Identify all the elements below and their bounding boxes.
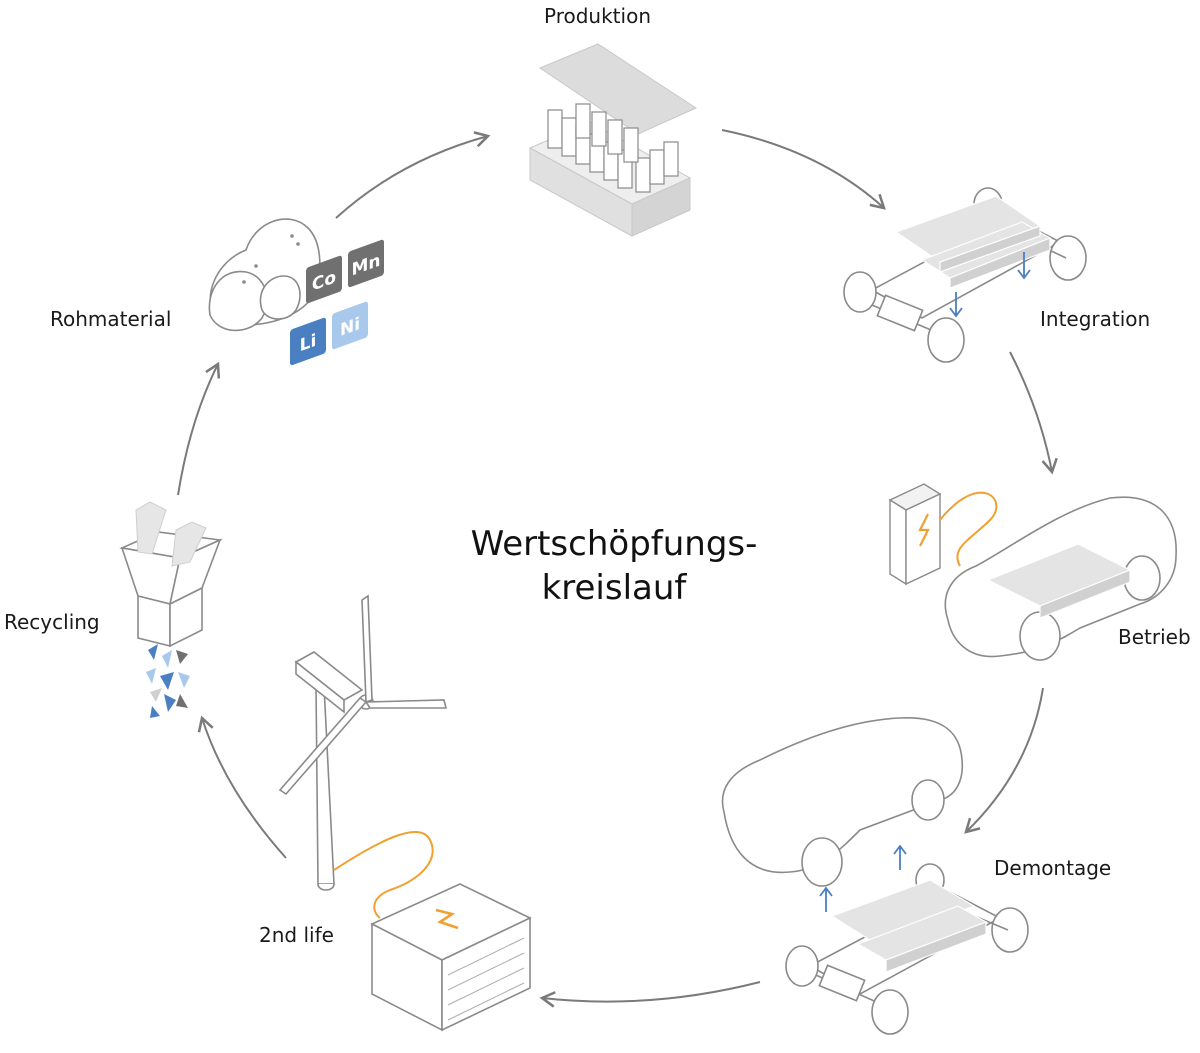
integration-illustration — [843, 187, 1087, 363]
element-tile-mn: Mn — [348, 239, 384, 288]
lightning-icon — [435, 908, 459, 930]
battery-pack-icon — [830, 879, 988, 973]
demontage-illustration — [721, 717, 1029, 1035]
car-battery-pack-icon — [986, 543, 1132, 619]
arrow-second-life-to-recycling — [197, 715, 287, 859]
wind-turbine-icon — [278, 594, 448, 891]
arrow-demontage-to-second-life — [539, 981, 761, 1008]
charging-station-icon — [888, 483, 942, 586]
cable — [333, 831, 434, 919]
element-tile-co: Co — [306, 255, 342, 304]
down-arrow-icon — [949, 252, 1031, 318]
title-line-2: kreislauf — [541, 568, 687, 608]
label-betrieb: Betrieb — [1118, 625, 1191, 649]
rocks-icon — [208, 218, 321, 332]
battery-pack-icon — [894, 195, 1052, 289]
recycling-illustration — [119, 501, 223, 718]
label-produktion: Produktion — [544, 4, 651, 28]
second-life-illustration — [278, 594, 532, 1032]
arrow-integration-to-betrieb — [1009, 351, 1058, 475]
element-li-label: Li — [300, 331, 317, 356]
car-body-icon — [721, 717, 964, 887]
label-second-life: 2nd life — [259, 923, 334, 947]
charging-cable — [939, 491, 998, 567]
label-demontage: Demontage — [994, 856, 1112, 880]
produktion-illustration — [528, 43, 698, 237]
label-integration: Integration — [1040, 307, 1151, 331]
title-line-1: Wertschöpfungs- — [470, 524, 758, 564]
arrow-produktion-to-integration — [721, 129, 886, 210]
arrow-rohmaterial-to-produktion — [335, 131, 491, 219]
shredded-particles — [146, 644, 190, 718]
element-ni-label: Ni — [340, 314, 360, 341]
battery-storage-icon — [370, 883, 532, 1032]
element-tile-li: Li — [290, 317, 326, 366]
up-arrow-icon — [819, 844, 907, 912]
rohmaterial-illustration: Co Mn Li Ni — [208, 218, 384, 366]
cycle-arrows — [177, 129, 1058, 1008]
betrieb-illustration — [888, 483, 1177, 661]
element-tile-ni: Ni — [332, 301, 368, 350]
battery-modules-icon — [135, 501, 207, 567]
lightning-icon — [918, 513, 930, 547]
battery-cells-icon — [547, 103, 679, 193]
shredder-icon — [119, 531, 223, 648]
arrow-recycling-to-rohmaterial — [177, 361, 221, 496]
diagram-title: Wertschöpfungs- kreislauf — [414, 522, 814, 610]
arrow-betrieb-to-demontage — [964, 687, 1044, 834]
label-recycling: Recycling — [4, 610, 100, 634]
label-rohmaterial: Rohmaterial — [50, 307, 172, 331]
